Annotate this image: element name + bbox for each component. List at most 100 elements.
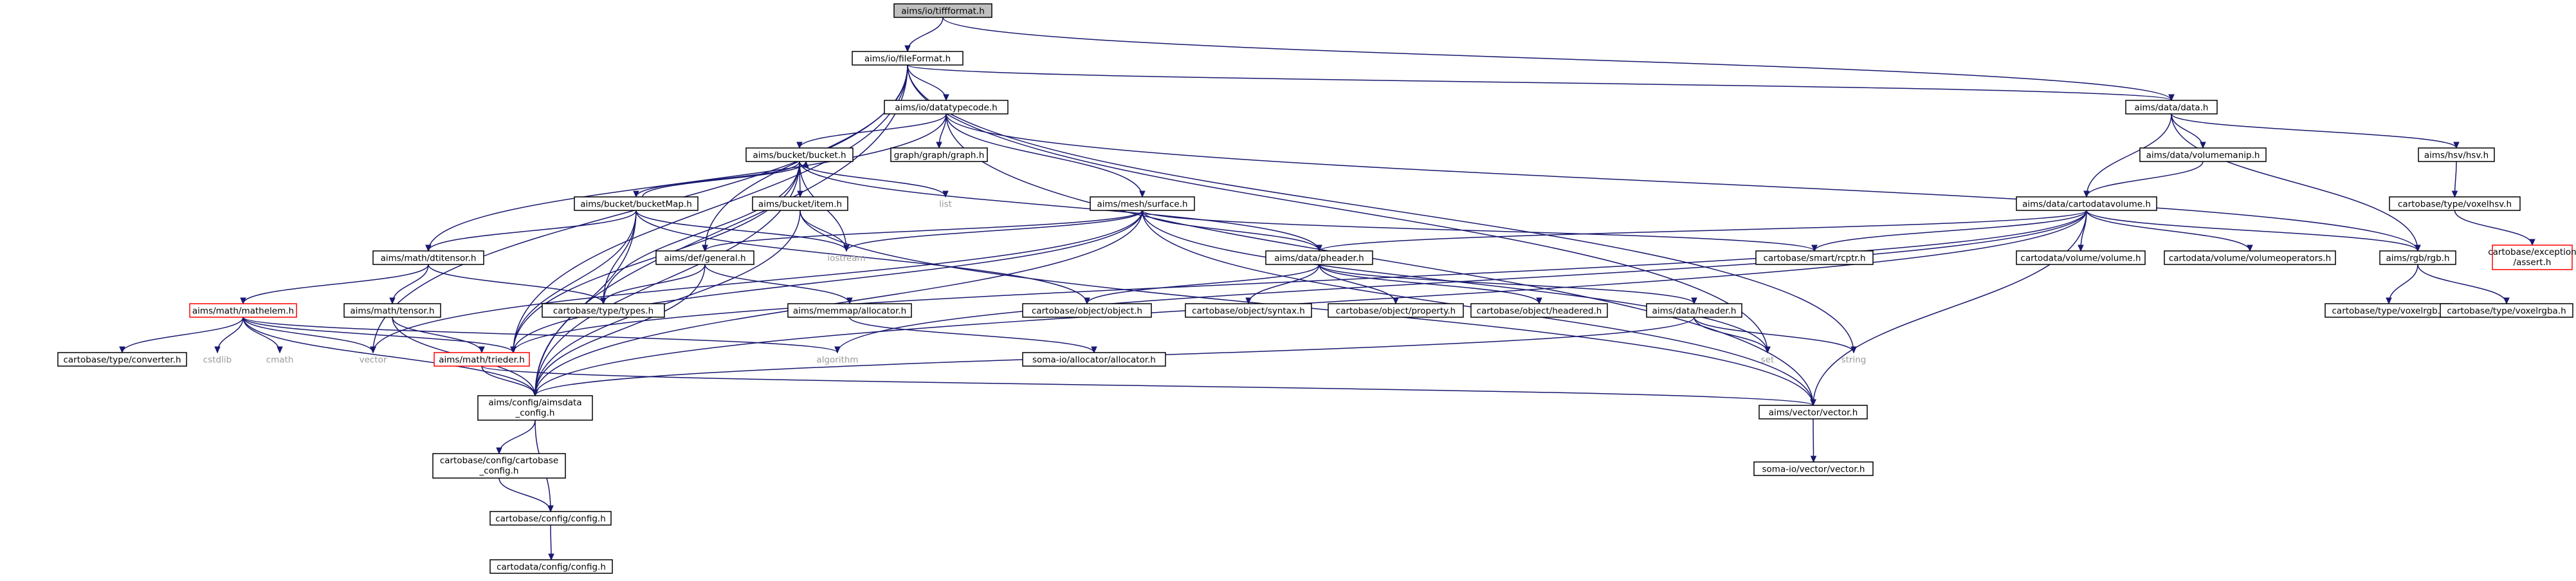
- node-label: cartobase/config/config.h: [495, 514, 606, 524]
- node-cartobase-object-object-h[interactable]: cartobase/object/object.h: [1022, 303, 1152, 318]
- edge-cartobaseconfig-to-cbconfig: [498, 477, 551, 512]
- node-aims-io-datatypecode-h[interactable]: aims/io/datatypecode.h: [884, 100, 1009, 115]
- node-aims-memmap-allocator-h[interactable]: aims/memmap/allocator.h: [787, 303, 912, 318]
- node-aims-config-aimsdata-config-h[interactable]: aims/config/aimsdata_config.h: [477, 395, 593, 421]
- node-cmath[interactable]: cmath: [262, 353, 297, 366]
- node-soma-io-vector-vector-h[interactable]: soma-io/vector/vector.h: [1753, 461, 1874, 476]
- node-aims-io-tiffformat-h[interactable]: aims/io/tiffformat.h: [893, 3, 992, 18]
- node-string[interactable]: string: [1836, 353, 1871, 366]
- edge-arrowhead: [496, 447, 502, 455]
- node-cartodata-config-config-h[interactable]: cartodata/config/config.h: [489, 559, 613, 574]
- node-aims-bucket-item-h[interactable]: aims/bucket/item.h: [752, 196, 848, 211]
- node-cartobase-type-types-h[interactable]: cartobase/type/types.h: [542, 303, 665, 318]
- edge-arrowhead: [1691, 297, 1697, 305]
- node-box: [2492, 244, 2573, 270]
- node-aims-rgb-rgb-h[interactable]: aims/rgb/rgb.h: [2379, 250, 2456, 265]
- edge-item-to-aimsdataconfig: [534, 210, 801, 396]
- node-box: [2389, 196, 2521, 211]
- node-cartobase-smart-rcptr-h[interactable]: cartobase/smart/rcptr.h: [1755, 250, 1874, 265]
- node-box: [1755, 250, 1874, 265]
- edge-arrowhead: [1091, 346, 1097, 354]
- node-label: cartodata/config/config.h: [497, 562, 606, 573]
- node-label: aims/rgb/rgb.h: [2386, 254, 2449, 264]
- edge-mathelem-to-map: [242, 317, 514, 353]
- node-aims-bucket-bucket-h[interactable]: aims/bucket/bucket.h: [745, 147, 854, 162]
- node-aims-data-header-h[interactable]: aims/data/header.h: [1646, 303, 1742, 318]
- edge-tifformat-to-data: [942, 17, 2172, 101]
- edge-arrowhead: [1245, 297, 1252, 305]
- node-aims-data-pheader-h[interactable]: aims/data/pheader.h: [1265, 250, 1373, 265]
- edge-cartodatavolume-to-map: [513, 210, 2087, 353]
- edge-pheader-to-object: [1086, 264, 1320, 304]
- node-vector[interactable]: vector: [356, 353, 390, 366]
- node-box: [1265, 250, 1373, 265]
- node-cartobase-config-config-h[interactable]: cartobase/config/config.h: [489, 511, 612, 526]
- node-label-line: /assert.h: [2514, 257, 2552, 268]
- edge-volumemanip-to-cartodatavolume: [2086, 161, 2204, 198]
- node-cartobase-type-converter-h[interactable]: cartobase/type/converter.h: [57, 352, 187, 367]
- node-cartobase-config-cartobase-config-h[interactable]: cartobase/config/cartobase_config.h: [432, 453, 566, 479]
- node-label: aims/data/data.h: [2135, 103, 2209, 113]
- edge-arrowhead: [846, 297, 853, 305]
- node-cartobase-type-voxelhsv-h[interactable]: cartobase/type/voxelhsv.h: [2389, 196, 2521, 211]
- node-label: cartobase/type/types.h: [553, 306, 653, 317]
- node-list[interactable]: list: [933, 197, 958, 210]
- node-aims-math-mathelem-h[interactable]: aims/math/mathelem.h: [189, 303, 297, 318]
- node-label: aims/data/volumemanip.h: [2146, 151, 2260, 161]
- edge-header-to-string: [1694, 317, 1854, 353]
- node-cartobase-object-syntax-h[interactable]: cartobase/object/syntax.h: [1185, 303, 1312, 318]
- edge-arrowhead: [797, 190, 803, 198]
- node-aims-math-tensor-h[interactable]: aims/math/tensor.h: [343, 303, 441, 318]
- edge-arrowhead: [2386, 297, 2392, 305]
- node-box: [477, 395, 593, 421]
- node-iostream[interactable]: iostream: [823, 251, 870, 264]
- node-label: aims/data/pheader.h: [1274, 254, 1364, 264]
- edge-arrowhead: [2078, 244, 2084, 252]
- node-aims-data-data-h[interactable]: aims/data/data.h: [2125, 100, 2218, 115]
- edge-arrowhead: [1810, 399, 1816, 407]
- edge-arrowhead: [389, 297, 396, 305]
- node-algorithm[interactable]: algorithm: [812, 353, 863, 366]
- edge-arrowhead: [943, 94, 949, 102]
- edge-data-to-hsv: [2171, 113, 2457, 149]
- node-cartobase-type-voxelrgb-h[interactable]: cartobase/type/voxelrgb.h: [2325, 303, 2453, 318]
- node-aims-vector-vector-h[interactable]: aims/vector/vector.h: [1758, 405, 1868, 420]
- node-set[interactable]: set: [1756, 353, 1779, 366]
- node-soma-io-allocator-allocator-h[interactable]: soma-io/allocator/allocator.h: [1022, 352, 1166, 367]
- node-cartobase-object-property-h[interactable]: cartobase/object/property.h: [1328, 303, 1464, 318]
- node-aims-math-trieder-h[interactable]: aims/math/trieder.h: [434, 352, 530, 367]
- node-cartobase-type-voxelrgba-h[interactable]: cartobase/type/voxelrgba.h: [2440, 303, 2573, 318]
- node-label: cartobase/config/cartobase_config.h: [440, 456, 558, 476]
- edge-datatypecode-to-rgb: [945, 113, 2418, 252]
- node-aims-data-volumemanip-h[interactable]: aims/data/volumemanip.h: [2139, 147, 2267, 162]
- node-box: [745, 147, 854, 162]
- node-aims-mesh-surface-h[interactable]: aims/mesh/surface.h: [1090, 196, 1195, 211]
- node-label: aims/io/datatypecode.h: [895, 103, 997, 113]
- node-aims-math-dtitensor-h[interactable]: aims/math/dtitensor.h: [372, 250, 484, 265]
- node-box: [2016, 250, 2146, 265]
- node-cartodata-volume-volume-h[interactable]: cartodata/volume/volume.h: [2016, 250, 2146, 265]
- node-label: aims/data/header.h: [1652, 306, 1737, 317]
- edge-fileformat-to-aimsdataconfig: [534, 64, 908, 396]
- node-aims-data-cartodatavolume-h[interactable]: aims/data/cartodatavolume.h: [2016, 196, 2157, 211]
- node-aims-bucket-bucketmap-h[interactable]: aims/bucket/bucketMap.h: [574, 196, 699, 211]
- node-cartobase-object-headered-h[interactable]: cartobase/object/headered.h: [1470, 303, 1608, 318]
- node-label: aims/hsv/hsv.h: [2424, 151, 2489, 161]
- node-aims-io-fileformat-h[interactable]: aims/io/fileFormat.h: [852, 51, 964, 66]
- node-cartobase-exception-assert-h[interactable]: cartobase/exception/assert.h: [2488, 244, 2576, 270]
- node-label: list: [939, 199, 952, 210]
- node-box: [2418, 147, 2495, 162]
- node-cartodata-volume-volumeoperators-h[interactable]: cartodata/volume/volumeoperators.h: [2164, 250, 2336, 265]
- node-graph-graph-graph-h[interactable]: graph/graph/graph.h: [890, 147, 988, 162]
- node-label: string: [1841, 355, 1867, 365]
- edge-arrowhead: [1393, 297, 1399, 305]
- edge-arrowhead: [2168, 94, 2175, 102]
- node-box: [752, 196, 848, 211]
- node-cstdlib[interactable]: cstdlib: [198, 353, 237, 366]
- node-aims-def-general-h[interactable]: aims/def/general.h: [655, 250, 754, 265]
- node-aims-hsv-hsv-h[interactable]: aims/hsv/hsv.h: [2418, 147, 2495, 162]
- edge-arrowhead: [2529, 239, 2535, 246]
- node-box: [787, 303, 912, 318]
- node-box: [372, 250, 484, 265]
- edge-arrowhead: [370, 346, 376, 354]
